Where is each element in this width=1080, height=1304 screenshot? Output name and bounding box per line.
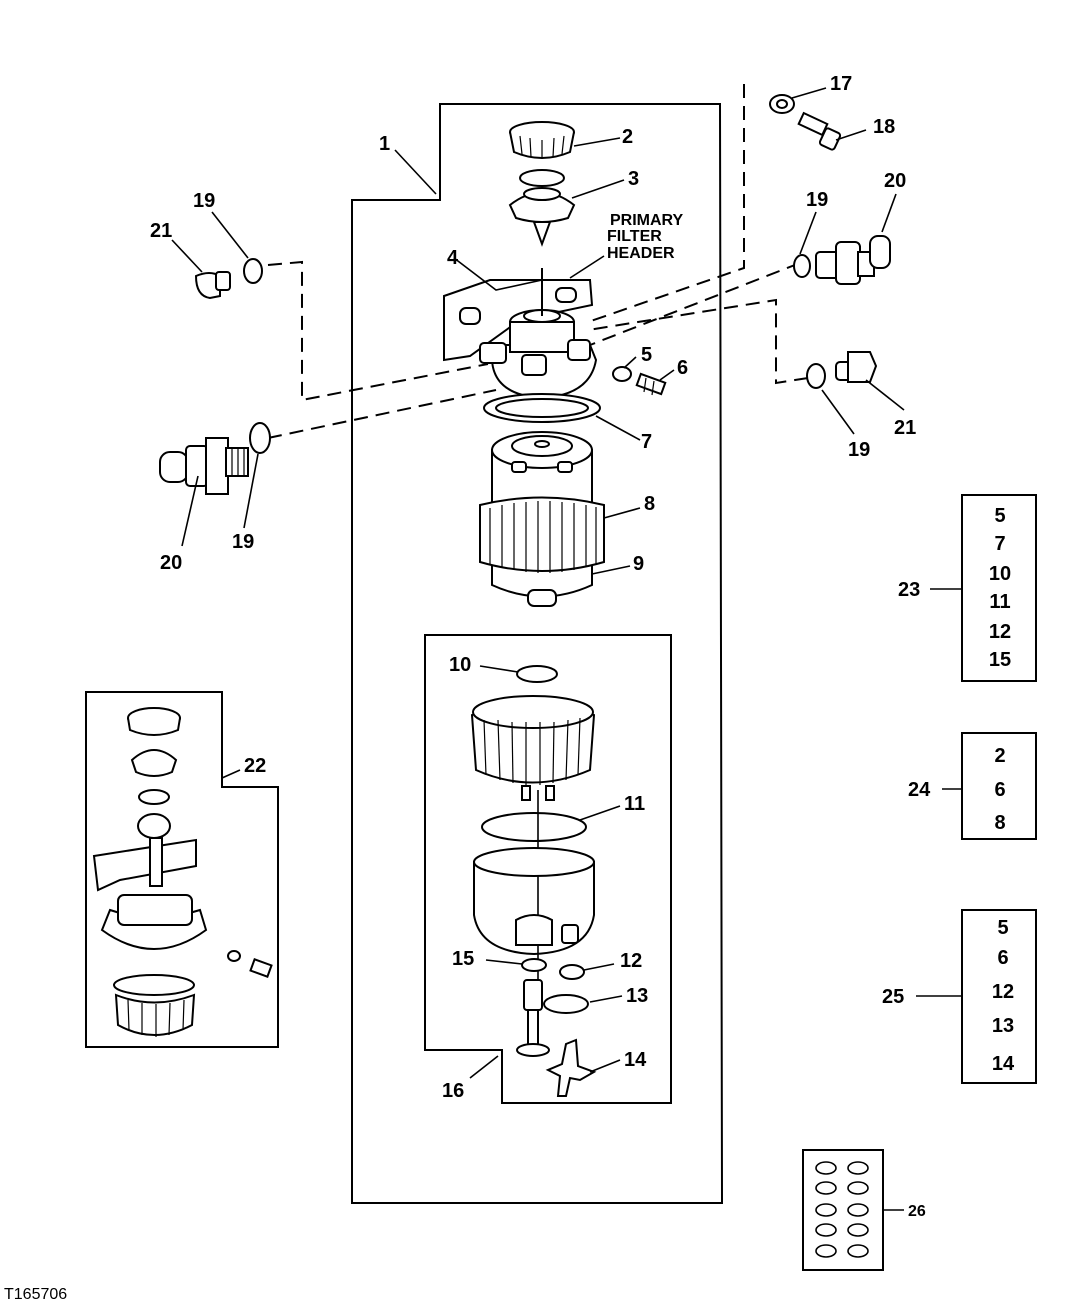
part-12-seal xyxy=(559,964,585,980)
part-18-bolt xyxy=(797,111,842,151)
kit-23-contents: 5 7 10 11 12 15 xyxy=(989,505,1011,671)
part-2-ring xyxy=(519,169,565,187)
callout-8: 8 xyxy=(644,493,655,515)
header-label-line-2: FILTER xyxy=(607,228,662,245)
part-21-plug-left xyxy=(194,271,231,300)
callout-24: 24 xyxy=(908,779,931,801)
part-6-bleed-screw xyxy=(635,372,667,396)
dashed-line-right-lower xyxy=(587,298,809,385)
part-17-nut xyxy=(769,94,795,114)
dashed-line-right-upper xyxy=(587,84,745,323)
kit-25-item: 5 xyxy=(997,917,1008,939)
part-19-washer-right-upper xyxy=(793,254,811,278)
callout-21-right: 21 xyxy=(894,417,916,439)
kit-25-item: 14 xyxy=(992,1053,1015,1075)
callout-22: 22 xyxy=(244,755,266,777)
part-15-o-ring xyxy=(521,958,547,972)
primary-filter-header-label: PRIMARY FILTER HEADER xyxy=(607,212,684,262)
callout-19-left-upper: 19 xyxy=(193,190,215,212)
kit-25-item: 12 xyxy=(992,981,1014,1003)
header-label-line-1: PRIMARY xyxy=(610,212,684,229)
callout-14: 14 xyxy=(624,1049,647,1071)
callout-1: 1 xyxy=(379,133,390,155)
figure-id: T165706 xyxy=(4,1286,67,1303)
dashed-line-right-mid xyxy=(589,262,801,346)
part-10-o-ring xyxy=(516,665,558,683)
part-7-gasket xyxy=(483,393,601,423)
callout-9: 9 xyxy=(633,553,644,575)
callout-25: 25 xyxy=(882,986,904,1008)
kit-24-item: 8 xyxy=(994,812,1005,834)
dashed-line-left-upper xyxy=(267,260,489,402)
service-parts-box xyxy=(424,634,672,1104)
kit-23-item: 10 xyxy=(989,563,1011,585)
callout-11: 11 xyxy=(624,793,645,815)
kit-24-box xyxy=(961,732,1037,840)
callout-12: 12 xyxy=(620,950,642,972)
part-16-drain-stem xyxy=(516,979,550,1057)
callout-26: 26 xyxy=(908,1203,926,1220)
kit-23-item: 5 xyxy=(994,505,1005,527)
kit-23-item: 7 xyxy=(994,533,1005,555)
kit-25-item: 6 xyxy=(997,947,1008,969)
kit-23-box xyxy=(961,494,1037,682)
callout-2: 2 xyxy=(622,126,633,148)
part-19-washer-left-lower xyxy=(249,422,271,454)
part-14-drain-valve xyxy=(545,1038,597,1097)
part-2-cap-nut xyxy=(509,121,575,159)
callout-18: 18 xyxy=(873,116,895,138)
header-label-line-3: HEADER xyxy=(607,245,675,262)
kit-24-item: 6 xyxy=(994,779,1005,801)
kit-24-contents: 2 6 8 xyxy=(994,745,1005,834)
callout-20-right: 20 xyxy=(884,170,906,192)
callout-6: 6 xyxy=(677,357,688,379)
callout-23: 23 xyxy=(898,579,920,601)
kit-23-item: 12 xyxy=(989,621,1011,643)
kit-25-item: 13 xyxy=(992,1015,1014,1037)
kit-24-item: 2 xyxy=(994,745,1005,767)
assembly-22-illustration xyxy=(92,707,273,1037)
part-19-washer-left-upper xyxy=(243,258,263,284)
kit-23-item: 11 xyxy=(989,591,1010,613)
kit-25-contents: 5 6 12 13 14 xyxy=(992,917,1015,1075)
leader-lines xyxy=(171,87,962,1211)
clear-bowl xyxy=(473,847,595,956)
part-5-o-ring xyxy=(612,366,632,382)
callout-13: 13 xyxy=(626,985,648,1007)
assembly-1-outline xyxy=(351,103,724,1204)
bowl-nut-inner xyxy=(470,695,596,801)
part-8-water-separator-bowl xyxy=(479,496,605,573)
part-4-filter-header xyxy=(443,268,598,400)
callout-labels: 1 2 3 4 5 6 7 8 9 10 11 12 13 14 15 16 1… xyxy=(150,73,931,1220)
callout-17: 17 xyxy=(830,73,852,95)
part-13-o-ring xyxy=(543,994,589,1014)
callout-7: 7 xyxy=(641,431,652,453)
assembly-22-box xyxy=(85,691,279,1048)
callout-15: 15 xyxy=(452,948,474,970)
part-19-washer-right-lower xyxy=(806,363,826,389)
kit-26-box xyxy=(802,1149,884,1271)
callout-5: 5 xyxy=(641,344,652,366)
part-11-o-ring xyxy=(481,812,587,842)
dashed-line-left-lower xyxy=(267,389,497,439)
part-21-plug-right xyxy=(835,351,878,383)
callout-4: 4 xyxy=(447,247,459,269)
part-20-fitting-left xyxy=(159,437,249,495)
callout-16: 16 xyxy=(442,1080,464,1102)
callout-19-right-upper: 19 xyxy=(806,189,828,211)
callout-19-right-lower: 19 xyxy=(848,439,870,461)
part-20-fitting-right xyxy=(815,235,891,285)
callout-21-left: 21 xyxy=(150,220,172,242)
kit-23-item: 15 xyxy=(989,649,1011,671)
kit-26-o-rings xyxy=(815,1161,869,1258)
callout-19-left-lower: 19 xyxy=(232,531,254,553)
callout-3: 3 xyxy=(628,168,639,190)
callout-10: 10 xyxy=(449,654,471,676)
callout-20-left: 20 xyxy=(160,552,182,574)
part-3-primer-pump xyxy=(508,187,576,247)
